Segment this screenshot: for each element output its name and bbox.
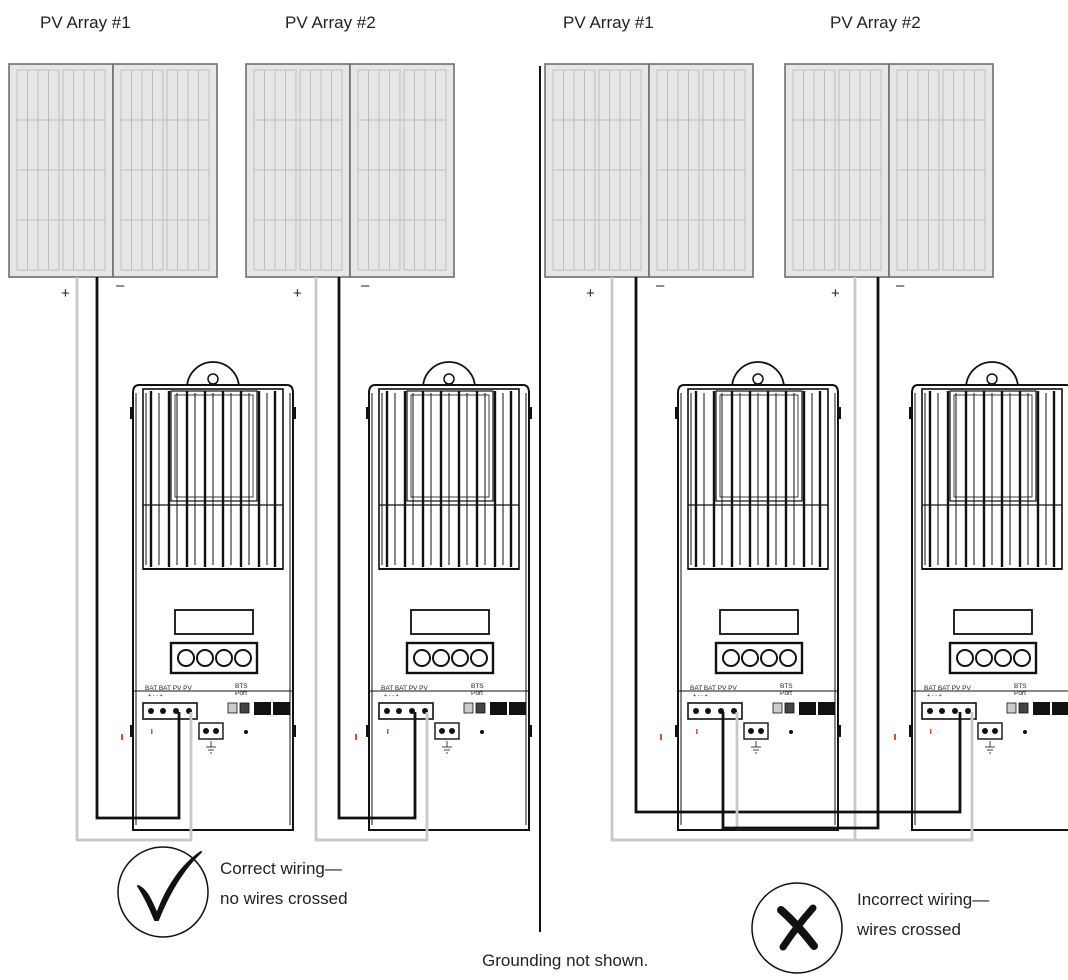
right-caption-line1: Incorrect wiring— bbox=[857, 890, 989, 909]
grounding-footnote: Grounding not shown. bbox=[482, 951, 648, 970]
left-panel: PV Array #1 PV Array #2 + – + – BAT BAT … bbox=[8, 13, 534, 938]
svg-text:BAT BAT PV PV: BAT BAT PV PV bbox=[924, 685, 972, 692]
svg-text:Port: Port bbox=[235, 690, 247, 697]
svg-text:BTS: BTS bbox=[780, 683, 793, 690]
right-a2-positive-wire-b bbox=[855, 712, 974, 842]
svg-text:BTS: BTS bbox=[235, 683, 248, 690]
right-pv-array-1 bbox=[544, 63, 754, 278]
right-a1-negative-wire bbox=[634, 277, 962, 814]
svg-text:BAT BAT PV PV: BAT BAT PV PV bbox=[145, 685, 193, 692]
left-a1-minus: – bbox=[116, 277, 125, 294]
left-a1-positive-wire bbox=[75, 277, 193, 842]
left-array1-label: PV Array #1 bbox=[40, 13, 131, 32]
left-a2-positive-wire bbox=[314, 277, 429, 842]
svg-text:+ - - +: + - - + bbox=[693, 693, 708, 699]
svg-text:Port: Port bbox=[471, 690, 483, 697]
left-pv-array-1 bbox=[8, 63, 218, 278]
svg-text:Port: Port bbox=[780, 690, 792, 697]
left-caption-line2: no wires crossed bbox=[220, 889, 348, 908]
svg-text:BTS: BTS bbox=[471, 683, 484, 690]
right-a1-positive-wire bbox=[610, 277, 857, 842]
svg-text:Port: Port bbox=[1014, 690, 1026, 697]
svg-text:+ - - +: + - - + bbox=[384, 693, 399, 699]
right-controller-2: BAT BAT PV PV + - - + BTS Port bbox=[907, 360, 1068, 832]
right-a1-plus: + bbox=[586, 285, 595, 302]
checkmark-badge bbox=[117, 846, 209, 938]
x-mark-icon bbox=[777, 904, 818, 951]
left-a2-minus: – bbox=[361, 277, 370, 294]
svg-text:BTS: BTS bbox=[1014, 683, 1027, 690]
right-controller-1: BAT BAT PV PV + - - + BTS Port bbox=[673, 360, 843, 832]
left-controller-2: BAT BAT PV PV + - - + BTS Port bbox=[364, 360, 534, 832]
left-array2-label: PV Array #2 bbox=[285, 13, 376, 32]
checkmark-icon bbox=[137, 851, 202, 921]
left-caption-line1: Correct wiring— bbox=[220, 859, 342, 878]
left-a2-negative-wire bbox=[337, 277, 417, 820]
right-a2-plus: + bbox=[831, 285, 840, 302]
left-a1-plus: + bbox=[61, 285, 70, 302]
svg-text:BAT BAT PV PV: BAT BAT PV PV bbox=[690, 685, 738, 692]
svg-text:BAT BAT PV PV: BAT BAT PV PV bbox=[381, 685, 429, 692]
right-pv-array-2 bbox=[784, 63, 994, 278]
left-controller-1: BAT BAT PV PV + - - + BTS Port bbox=[128, 360, 298, 832]
svg-text:+ - - +: + - - + bbox=[148, 693, 163, 699]
right-panel: PV Array #1 PV Array #2 + – + – BAT BAT … bbox=[544, 13, 1068, 974]
right-a1-minus: – bbox=[656, 277, 665, 294]
right-a2-negative-wire bbox=[721, 277, 880, 830]
svg-text:+ - - +: + - - + bbox=[927, 693, 942, 699]
right-a2-minus: – bbox=[896, 277, 905, 294]
right-array2-label: PV Array #2 bbox=[830, 13, 921, 32]
right-caption-line2: wires crossed bbox=[856, 920, 961, 939]
right-array1-label: PV Array #1 bbox=[563, 13, 654, 32]
left-a1-negative-wire bbox=[95, 277, 181, 820]
left-pv-array-2 bbox=[245, 63, 455, 278]
left-a2-plus: + bbox=[293, 285, 302, 302]
